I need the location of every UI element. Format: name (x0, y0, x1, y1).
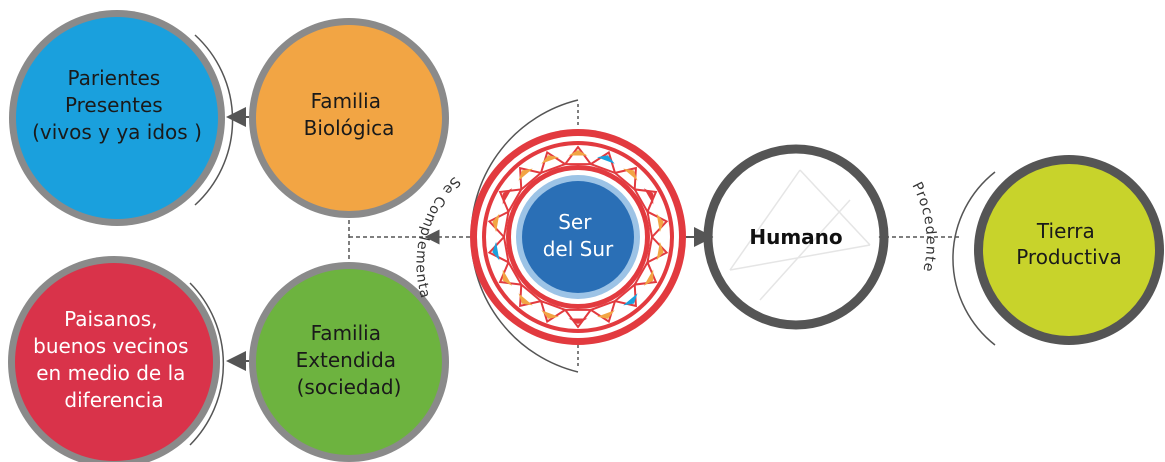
paisanos-side-arc (189, 282, 225, 446)
pattern-triangle-inner (656, 213, 664, 233)
familia-biologica-label: Familia Biológica (304, 89, 395, 140)
pattern-triangle-inner (492, 213, 500, 233)
pattern-triangle-inner (518, 293, 533, 306)
tierra-productiva-circle (983, 164, 1155, 336)
pattern-triangle-inner (643, 188, 654, 205)
pattern-triangle-outer (563, 308, 593, 329)
humano-label: Humano (749, 225, 842, 249)
node-humano: Humano (703, 144, 889, 330)
pattern-triangle-outer (563, 145, 593, 166)
parientes-side-arc (194, 34, 234, 206)
parientes-line-2: Presentes (65, 93, 163, 117)
pattern-triangle-inner (568, 318, 588, 324)
tierra-side-arc (952, 171, 996, 346)
pattern-triangle-inner (492, 241, 500, 261)
pattern-triangle-inner (518, 168, 533, 181)
humano-network-lines (729, 169, 871, 301)
ser-del-sur-label: Ser del Sur (543, 210, 614, 261)
node-familia-biologica: Familia Biológica (249, 18, 449, 218)
node-paisanos: Paisanos, buenos vecinos en medio de la … (8, 256, 220, 462)
pattern-triangle-inner (502, 188, 513, 205)
pattern-triangle-inner (643, 269, 654, 286)
familia-extendida-circle (256, 269, 442, 455)
parientes-line-1: Parientes (67, 66, 160, 90)
pattern-triangle-inner (623, 293, 638, 306)
tierra-productiva-label: Tierra Productiva (1016, 219, 1122, 269)
parientes-circle (16, 17, 218, 219)
ser-center-circle (522, 181, 634, 293)
ser-pattern-ring (487, 145, 669, 329)
pattern-triangle-inner (597, 155, 615, 164)
node-familia-extendida: Familia Extendida (sociedad) (249, 262, 449, 462)
pattern-triangle-inner (623, 168, 638, 181)
node-parientes: Parientes Presentes (vivos y ya idos ) (9, 10, 225, 226)
pattern-triangle-inner (656, 241, 664, 261)
pattern-triangle-inner (502, 269, 513, 286)
pattern-triangle-outer (646, 209, 669, 240)
node-tierra-productiva: Tierra Productiva (974, 155, 1164, 345)
node-ser-del-sur: Ser del Sur (470, 129, 686, 345)
humano-circle (713, 154, 879, 320)
pattern-triangle-outer (487, 234, 510, 265)
pattern-triangle-inner (541, 155, 559, 164)
familia-biologica-circle (256, 25, 442, 211)
pattern-triangle-inner (597, 310, 615, 319)
parientes-label: Parientes Presentes (vivos y ya idos ) (32, 66, 202, 144)
paisanos-label: Paisanos, buenos vecinos en medio de la … (33, 307, 195, 412)
paisanos-circle (15, 263, 213, 461)
pattern-triangle-inner (568, 150, 588, 156)
pattern-triangle-outer (487, 209, 510, 240)
procedente-label: Procedente (908, 180, 938, 274)
parientes-line-3: (vivos y ya idos ) (32, 120, 202, 144)
familia-extendida-label: Familia Extendida (sociedad) (296, 321, 403, 399)
pattern-triangle-inner (541, 310, 559, 319)
pattern-triangle-outer (646, 234, 669, 265)
